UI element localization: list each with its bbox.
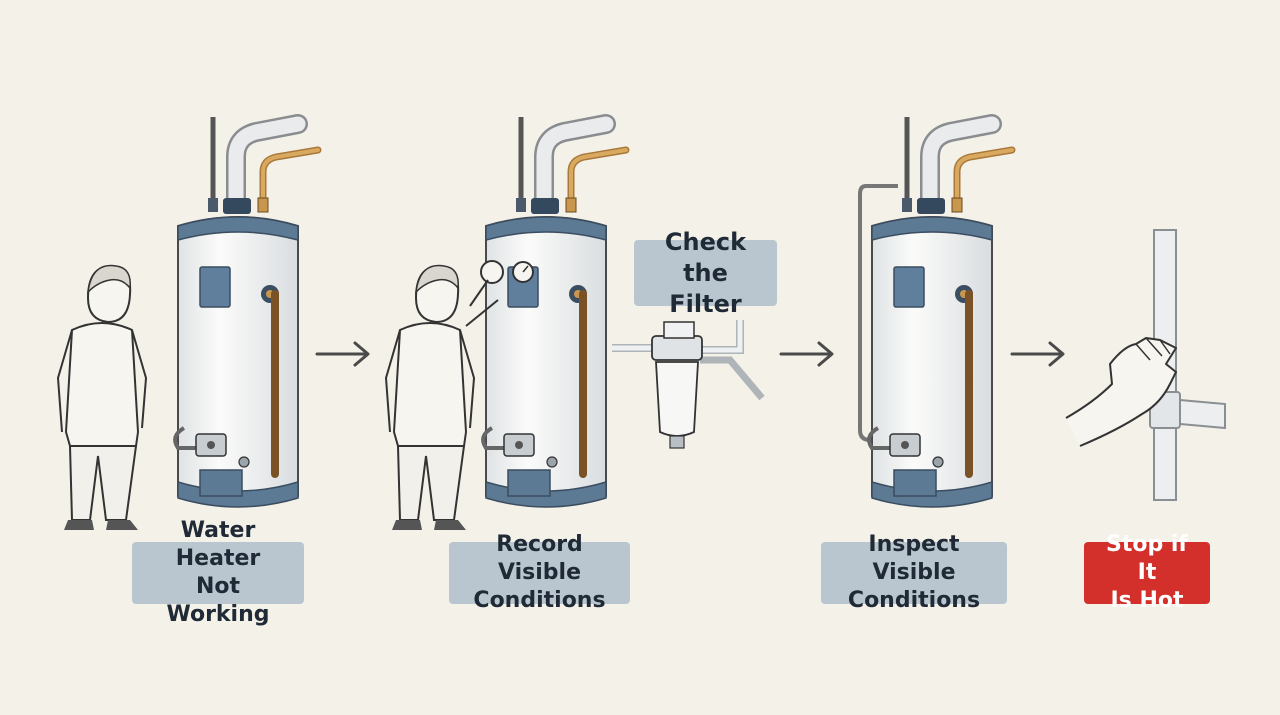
step-label-record-visible-conditions: Record Visible Conditions [449, 532, 630, 613]
arrow-right-icon [315, 341, 370, 367]
person-icon [57, 264, 147, 531]
step-label-water-heater-not-working: Water Heater Not Working [132, 518, 304, 627]
water-heater-icon [869, 117, 1012, 507]
pointing-arm [465, 279, 499, 327]
callout-check-the-filter: Check the Filter [634, 228, 777, 318]
bypass-pipe [858, 184, 898, 442]
person-icon [385, 264, 475, 531]
hand-icon [1065, 337, 1177, 447]
step-label-inspect-visible-conditions: Inspect Visible Conditions [821, 532, 1007, 613]
arrow-right-icon [1010, 341, 1065, 367]
filter-icon [612, 320, 765, 449]
water-heater-icon [175, 117, 318, 507]
arrow-right-icon [779, 341, 834, 367]
step-label-stop-if-it-is-hot: Stop if It Is Hot [1084, 532, 1210, 613]
gauge-icon [480, 260, 534, 284]
water-heater-icon [483, 117, 626, 507]
